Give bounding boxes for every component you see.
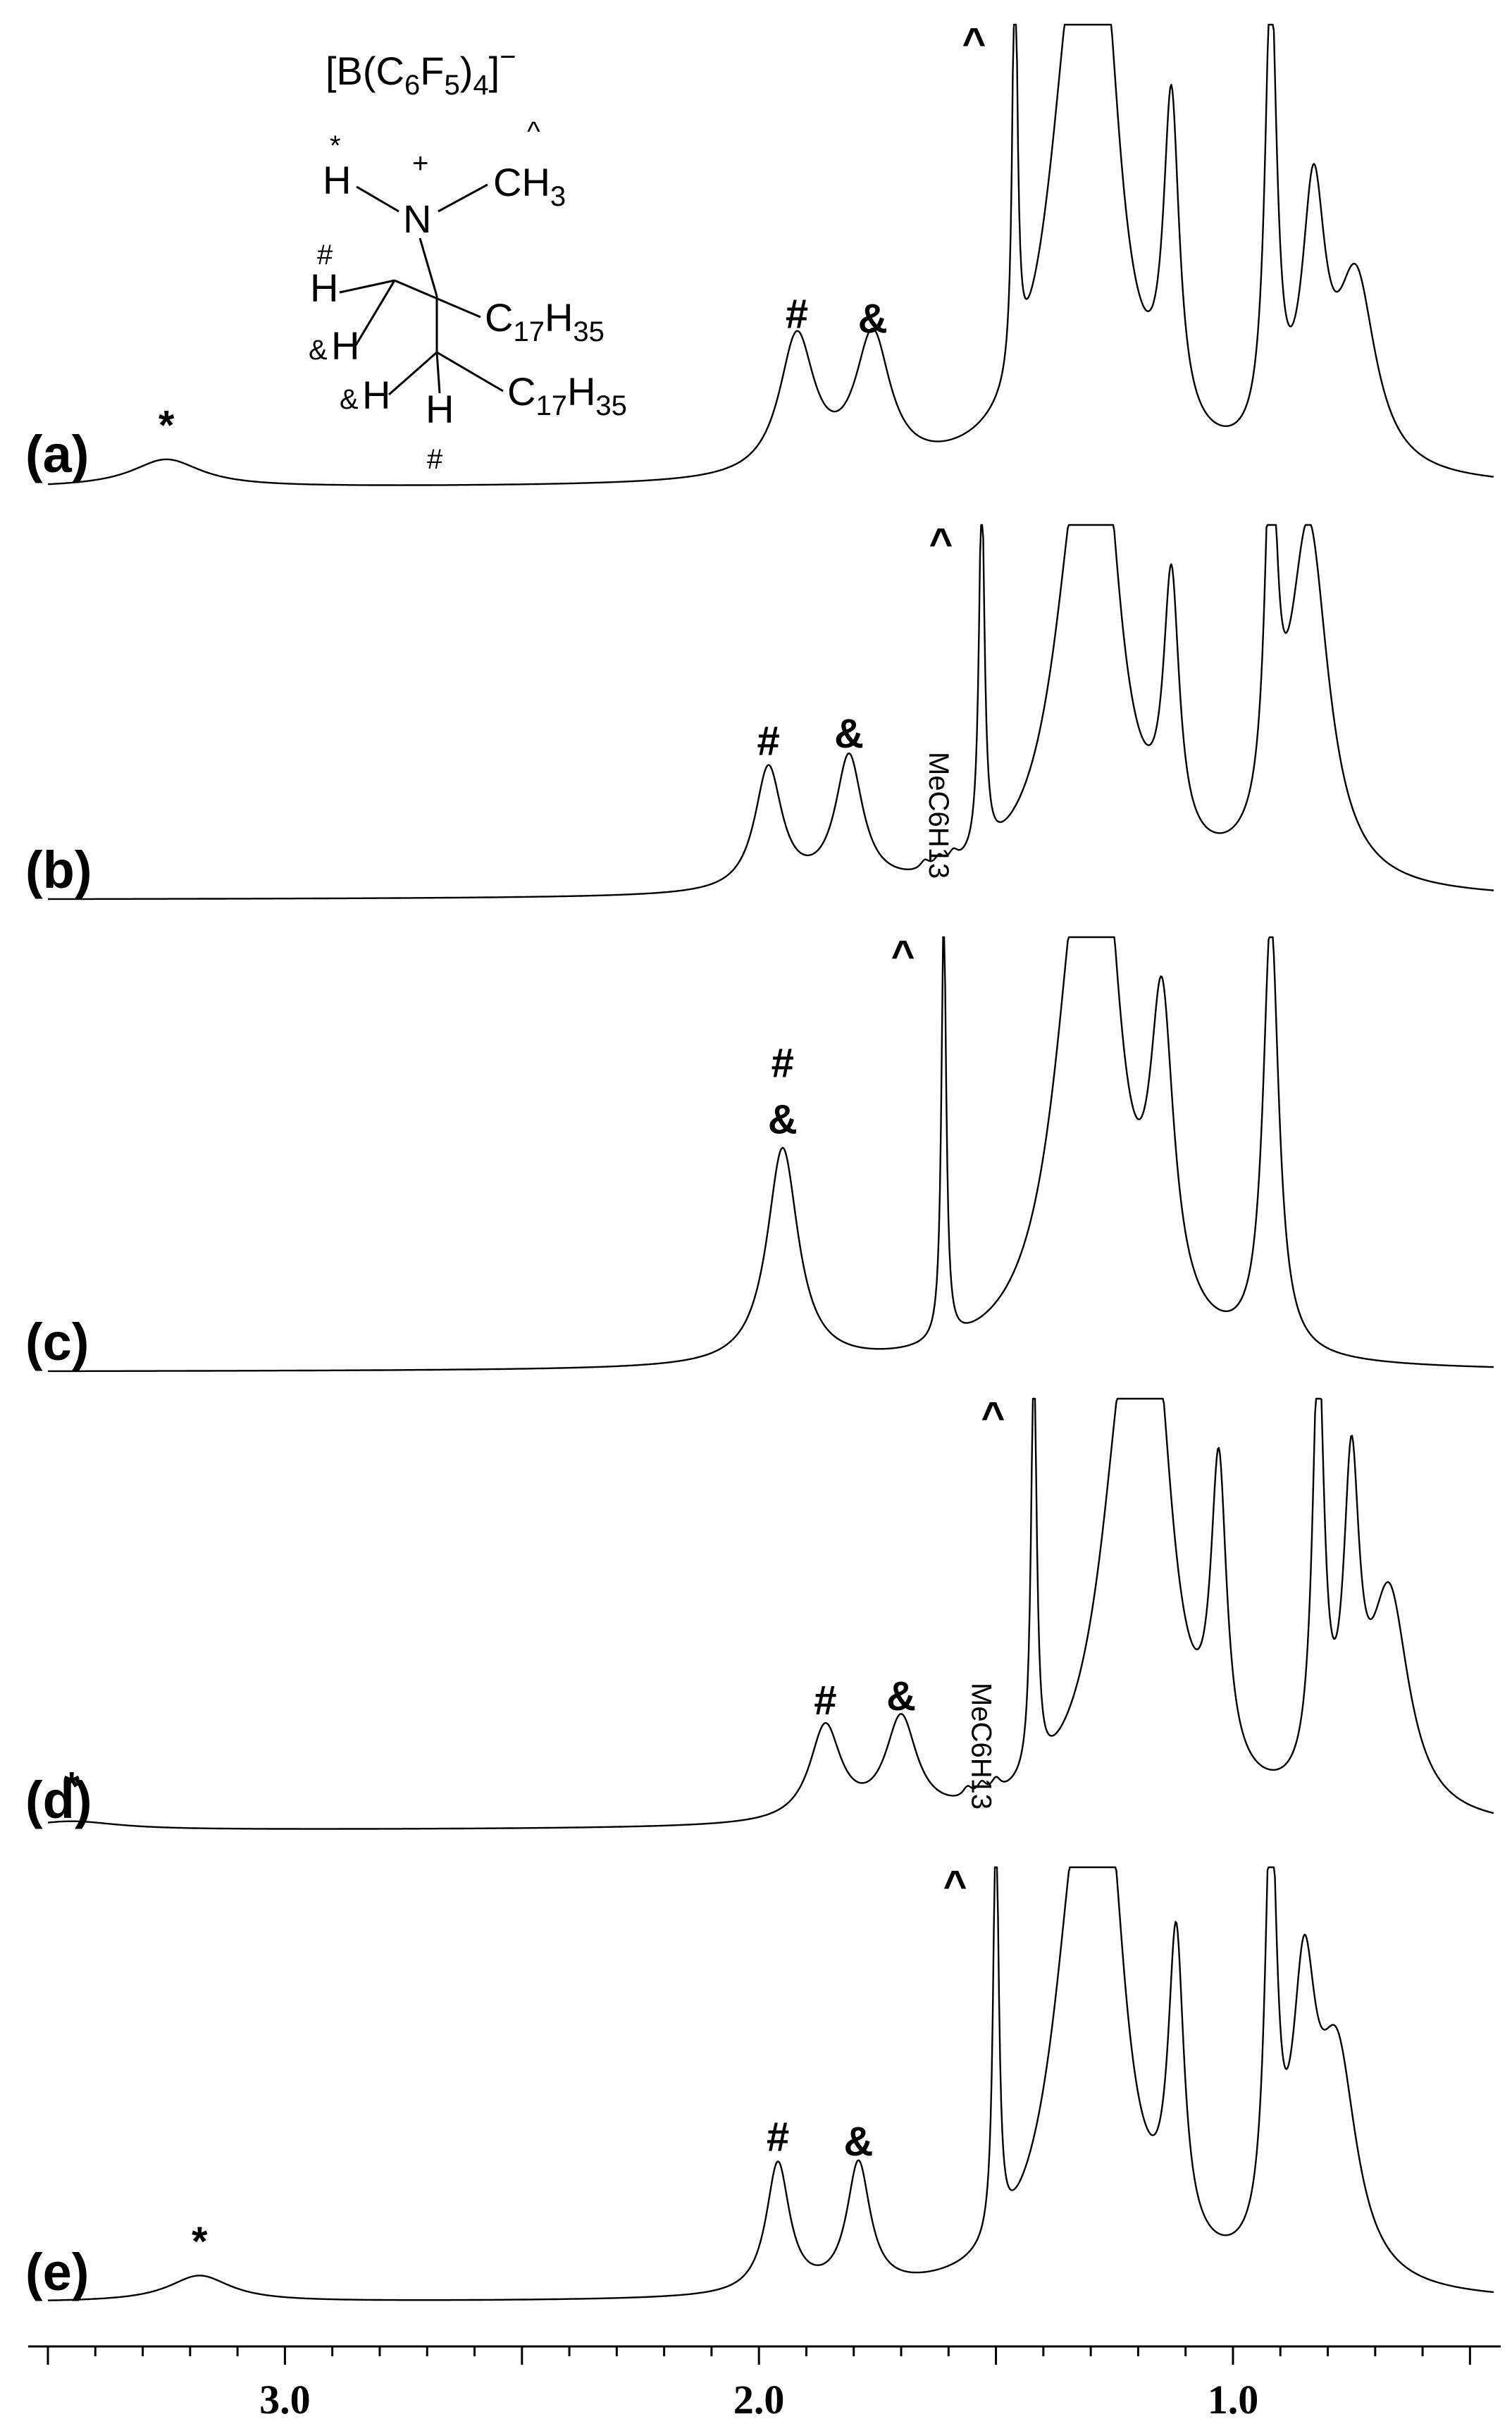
solvent-label: MeC6H13 — [923, 752, 954, 879]
peak-label-amp: & — [844, 2119, 874, 2165]
beta-hydrogen-2: H — [362, 373, 390, 417]
x-tick-label: 1.0 — [1208, 2377, 1259, 2419]
spectrum-trace — [48, 524, 1494, 901]
molecule-structure: [B(C6F5)4]− * H + N ^ CH3 # H & H & H H … — [309, 42, 627, 475]
alpha-hydrogen-2: H — [426, 387, 454, 431]
peak-label-amp: & — [768, 1097, 798, 1143]
peak-label-star: * — [63, 1764, 80, 1810]
spectrum-panel-a: (a) * # & ^ — [25, 20, 1494, 486]
n-plus-charge: + — [412, 148, 428, 179]
spectrum-panel-b: (b) # & ^ MeC6H13 — [25, 520, 1494, 901]
alpha-hydrogen-1: H — [310, 266, 338, 310]
peak-label-star: * — [192, 2219, 208, 2265]
panel-label: (a) — [25, 425, 89, 483]
anion-label: [B(C6F5)4]− — [326, 42, 516, 101]
alpha-proton-marker-2: # — [427, 444, 443, 475]
peak-label-amp: & — [834, 711, 864, 757]
nitrogen-atom: N — [403, 197, 431, 241]
panel-label: (b) — [25, 841, 92, 899]
solvent-label: MeC6H13 — [965, 1683, 996, 1809]
beta-hydrogen-1: H — [331, 323, 359, 368]
peak-label-amp: & — [886, 1673, 916, 1719]
nme-proton-marker: ^ — [527, 116, 540, 147]
beta-proton-marker-2: & — [340, 384, 359, 415]
spectrum-trace — [47, 23, 1494, 486]
spectrum-panel-c: (c) # & ^ — [25, 932, 1494, 1373]
panel-label: (e) — [25, 2243, 89, 2301]
spectrum-panel-e: (e) * # & ^ — [25, 1862, 1494, 2301]
spectrum-trace — [48, 1866, 1494, 2301]
peak-label-hash: # — [814, 1678, 836, 1724]
peak-label-star: * — [159, 403, 175, 449]
peak-label-hash: # — [757, 718, 780, 764]
spectrum-trace — [48, 936, 1494, 1373]
peak-label-caret: ^ — [929, 520, 953, 566]
peak-label-amp: & — [858, 296, 888, 342]
peak-label-hash: # — [772, 1041, 794, 1087]
x-tick-label: 3.0 — [259, 2377, 311, 2419]
peak-label-caret: ^ — [891, 932, 915, 978]
peak-label-hash: # — [767, 2115, 789, 2160]
alpha-proton-marker-1: # — [317, 240, 333, 271]
alkyl-chain-2: C17H35 — [507, 369, 627, 421]
methyl-group: CH3 — [493, 160, 566, 212]
nh-hydrogen: H — [323, 158, 351, 202]
alkyl-chain-1: C17H35 — [485, 295, 605, 347]
peak-label-caret: ^ — [981, 1394, 1005, 1440]
peak-label-hash: # — [786, 292, 808, 338]
spectrum-panel-d: (d)* # & ^ MeC6H13 — [25, 1394, 1494, 1830]
spectrum-trace — [47, 1397, 1494, 1830]
panel-label: (c) — [25, 1313, 89, 1371]
panel-label: (d) — [25, 1771, 92, 1829]
peak-label-caret: ^ — [962, 20, 986, 66]
beta-proton-marker-1: & — [309, 335, 328, 366]
peak-label-caret: ^ — [943, 1862, 967, 1908]
x-tick-label: 2.0 — [733, 2377, 785, 2419]
molecule-bonds — [339, 183, 504, 396]
nh-proton-marker: * — [330, 130, 341, 161]
